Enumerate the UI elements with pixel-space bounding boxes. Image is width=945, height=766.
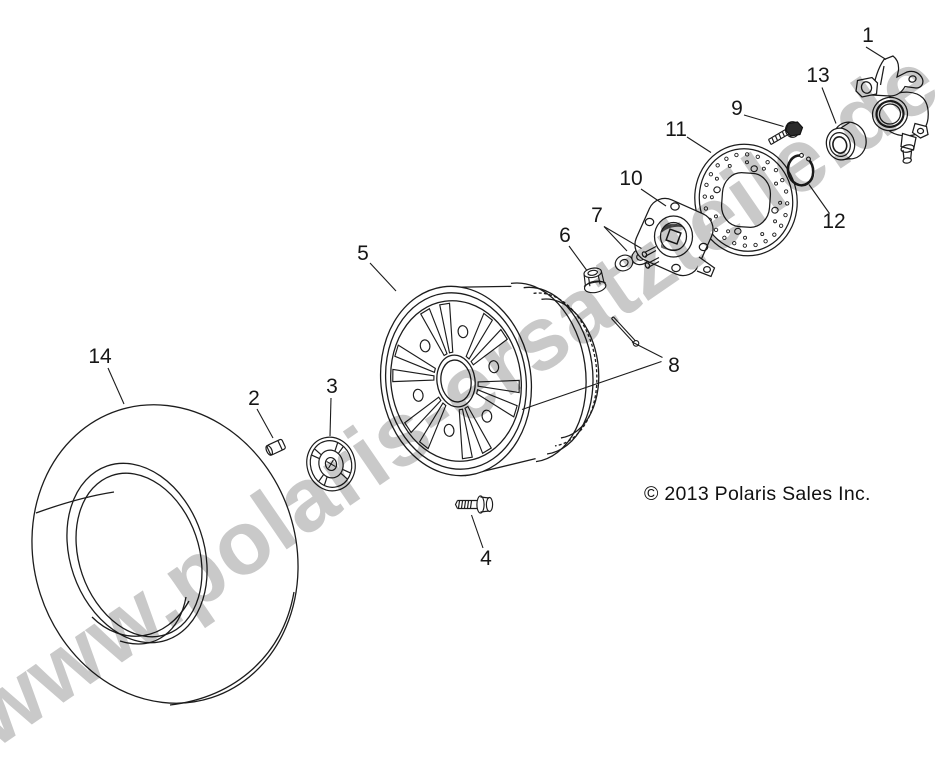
nut-drawing [583, 267, 607, 294]
snap-ring-drawing [786, 152, 815, 187]
cotter-pin-drawing [611, 316, 640, 347]
valve-stem-drawing [265, 438, 286, 456]
callout-3: 3 [326, 375, 338, 398]
callout-5: 5 [357, 242, 369, 265]
callout-12: 12 [822, 210, 846, 233]
center-cap-drawing [306, 436, 356, 492]
callout-8: 8 [668, 354, 680, 377]
wheel-rim-drawing [379, 282, 600, 477]
callout-10: 10 [619, 167, 643, 190]
callout-7: 7 [591, 204, 603, 227]
exploded-view-line-art [31, 46, 929, 706]
disc-drill-holes [702, 152, 790, 248]
callout-9: 9 [731, 97, 743, 120]
callout-13: 13 [806, 64, 830, 87]
cap-slots [311, 442, 351, 486]
tire-drawing [31, 404, 299, 706]
wheel-spokes [392, 302, 520, 460]
lug-bolt-drawing [454, 495, 494, 514]
callout-2: 2 [248, 387, 260, 410]
brake-disc-drawing [694, 143, 798, 257]
bearing-drawing [825, 121, 867, 161]
disc-screw-drawing [767, 121, 804, 145]
callout-14: 14 [88, 345, 112, 368]
copyright-text: © 2013 Polaris Sales Inc. [644, 483, 871, 505]
callout-6: 6 [559, 224, 571, 247]
callout-1: 1 [862, 24, 874, 47]
callout-4: 4 [480, 547, 492, 570]
callout-11: 11 [665, 118, 687, 141]
parts-diagram-canvas: www.polaris-ersatzteile.de 1 2 3 4 5 6 7… [0, 24, 945, 766]
disc-bolt-holes [713, 165, 779, 235]
knuckle-drawing [855, 55, 929, 164]
hub-drawing [634, 197, 716, 278]
leader-lines [107, 46, 887, 549]
